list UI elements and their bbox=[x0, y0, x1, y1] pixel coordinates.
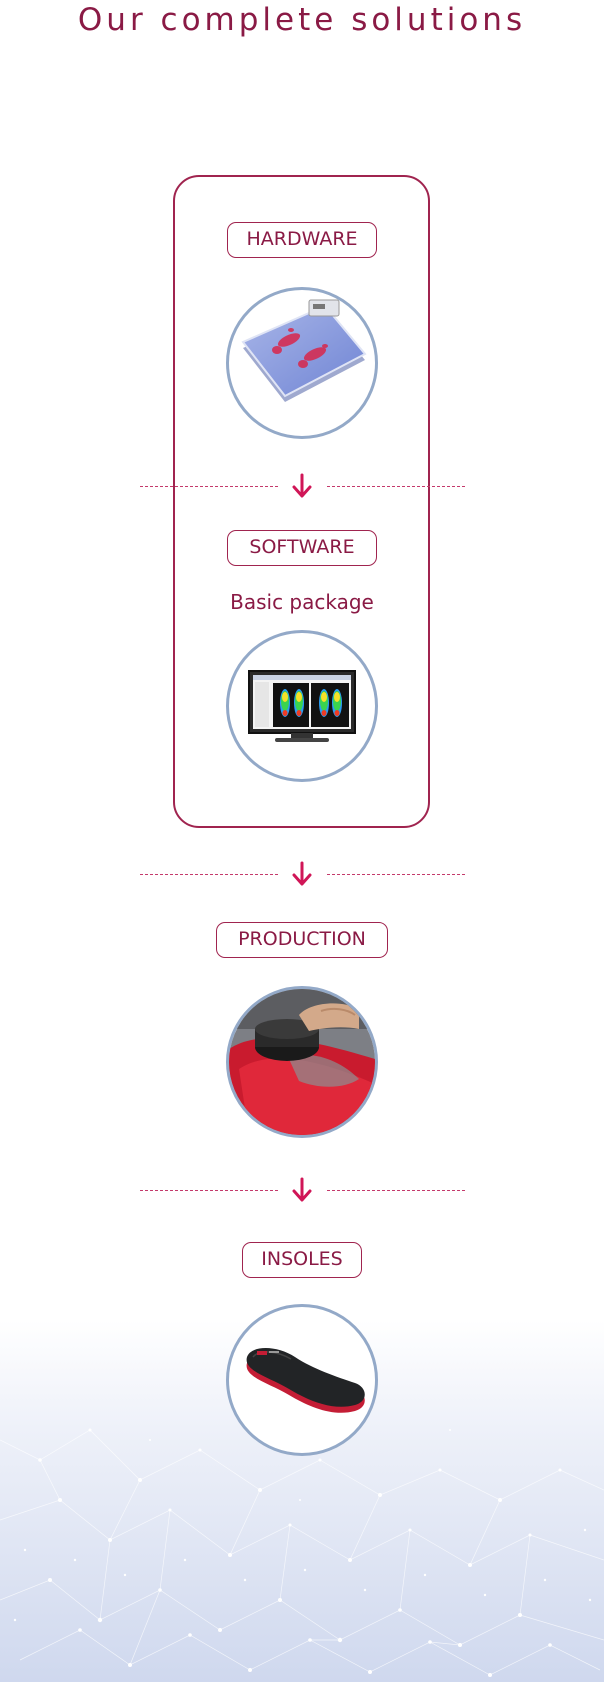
divider-left bbox=[140, 486, 278, 487]
arrow-down-icon bbox=[292, 473, 312, 498]
arrow-down-icon bbox=[292, 861, 312, 886]
arrow-down-icon bbox=[292, 1177, 312, 1202]
insole-icon bbox=[246, 1348, 365, 1413]
divider-left bbox=[140, 1190, 278, 1191]
software-subtitle: Basic package bbox=[230, 590, 374, 614]
software-image bbox=[226, 630, 378, 782]
pressure-plate-icon bbox=[241, 299, 367, 402]
divider-left bbox=[140, 874, 278, 875]
hardware-image bbox=[226, 287, 378, 439]
divider-right bbox=[327, 486, 465, 487]
insoles-image bbox=[226, 1304, 378, 1456]
page-title: Our complete solutions bbox=[77, 2, 527, 38]
production-label: PRODUCTION bbox=[216, 922, 388, 958]
monitor-icon bbox=[248, 670, 356, 742]
insoles-label: INSOLES bbox=[242, 1242, 362, 1278]
divider-right bbox=[327, 1190, 465, 1191]
software-label: SOFTWARE bbox=[227, 530, 377, 566]
hardware-software-group bbox=[173, 175, 430, 828]
production-image bbox=[226, 986, 378, 1138]
network-pattern bbox=[0, 1428, 604, 1677]
hardware-label: HARDWARE bbox=[227, 222, 377, 258]
divider-right bbox=[327, 874, 465, 875]
brush-insole-icon bbox=[229, 989, 375, 1135]
